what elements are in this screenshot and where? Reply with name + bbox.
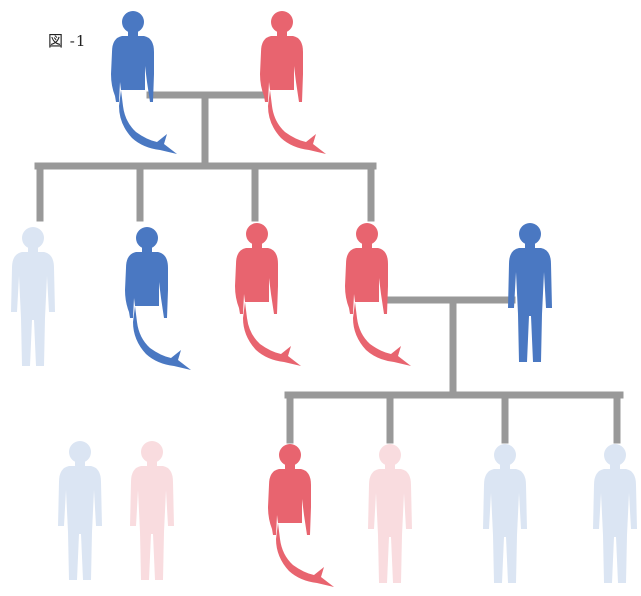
figure-g3-unlinked2-female-human-icon bbox=[130, 441, 174, 580]
figure-g2-child3-female-mermaid-icon bbox=[235, 223, 301, 366]
head-shape bbox=[519, 223, 541, 245]
head-shape bbox=[604, 444, 626, 466]
neck-shape bbox=[75, 460, 85, 468]
head-shape bbox=[69, 441, 91, 463]
figure-g3-unlinked1-male-human-icon bbox=[58, 441, 102, 580]
mermaid-body-shape bbox=[268, 469, 334, 587]
neck-shape bbox=[252, 242, 262, 250]
figure-label: 図 -1 bbox=[48, 32, 87, 50]
figures bbox=[11, 11, 637, 587]
neck-shape bbox=[385, 463, 395, 471]
head-shape bbox=[22, 227, 44, 249]
neck-shape bbox=[525, 242, 535, 250]
figure-g3-child4-male-human-icon bbox=[593, 444, 637, 583]
human-body-shape bbox=[483, 469, 527, 583]
human-body-shape bbox=[130, 466, 174, 580]
mermaid-body-shape bbox=[125, 252, 191, 370]
mermaid-body-shape bbox=[235, 248, 301, 366]
human-body-shape bbox=[508, 248, 552, 362]
human-body-shape bbox=[58, 466, 102, 580]
head-shape bbox=[141, 441, 163, 463]
neck-shape bbox=[500, 463, 510, 471]
head-shape bbox=[246, 223, 268, 245]
neck-shape bbox=[142, 246, 152, 254]
neck-shape bbox=[362, 242, 372, 250]
mermaid-body-shape bbox=[345, 248, 411, 366]
head-shape bbox=[356, 223, 378, 245]
connector-lines bbox=[34, 91, 624, 444]
head-shape bbox=[122, 11, 144, 33]
human-body-shape bbox=[593, 469, 637, 583]
figure-g2-child4-female-mermaid-icon bbox=[345, 223, 411, 366]
neck-shape bbox=[28, 246, 38, 254]
mermaid-body-shape bbox=[260, 36, 326, 154]
neck-shape bbox=[610, 463, 620, 471]
head-shape bbox=[379, 444, 401, 466]
figure-g3-child2-female-human-icon bbox=[368, 444, 412, 583]
figure-g3-child3-male-human-icon bbox=[483, 444, 527, 583]
head-shape bbox=[279, 444, 301, 466]
figure-g2-spouse-male-human-icon bbox=[508, 223, 552, 362]
neck-shape bbox=[277, 30, 287, 38]
figure-g1-father-male-mermaid-icon bbox=[111, 11, 177, 154]
figure-g2-child2-male-mermaid-icon bbox=[125, 227, 191, 370]
figure-g1-mother-female-mermaid-icon bbox=[260, 11, 326, 154]
neck-shape bbox=[147, 460, 157, 468]
neck-shape bbox=[285, 463, 295, 471]
human-body-shape bbox=[11, 252, 55, 366]
figure-g3-child1-female-mermaid-icon bbox=[268, 444, 334, 587]
mermaid-body-shape bbox=[111, 36, 177, 154]
head-shape bbox=[494, 444, 516, 466]
head-shape bbox=[271, 11, 293, 33]
head-shape bbox=[136, 227, 158, 249]
human-body-shape bbox=[368, 469, 412, 583]
neck-shape bbox=[128, 30, 138, 38]
figure-g2-child1-male-human-icon bbox=[11, 227, 55, 366]
